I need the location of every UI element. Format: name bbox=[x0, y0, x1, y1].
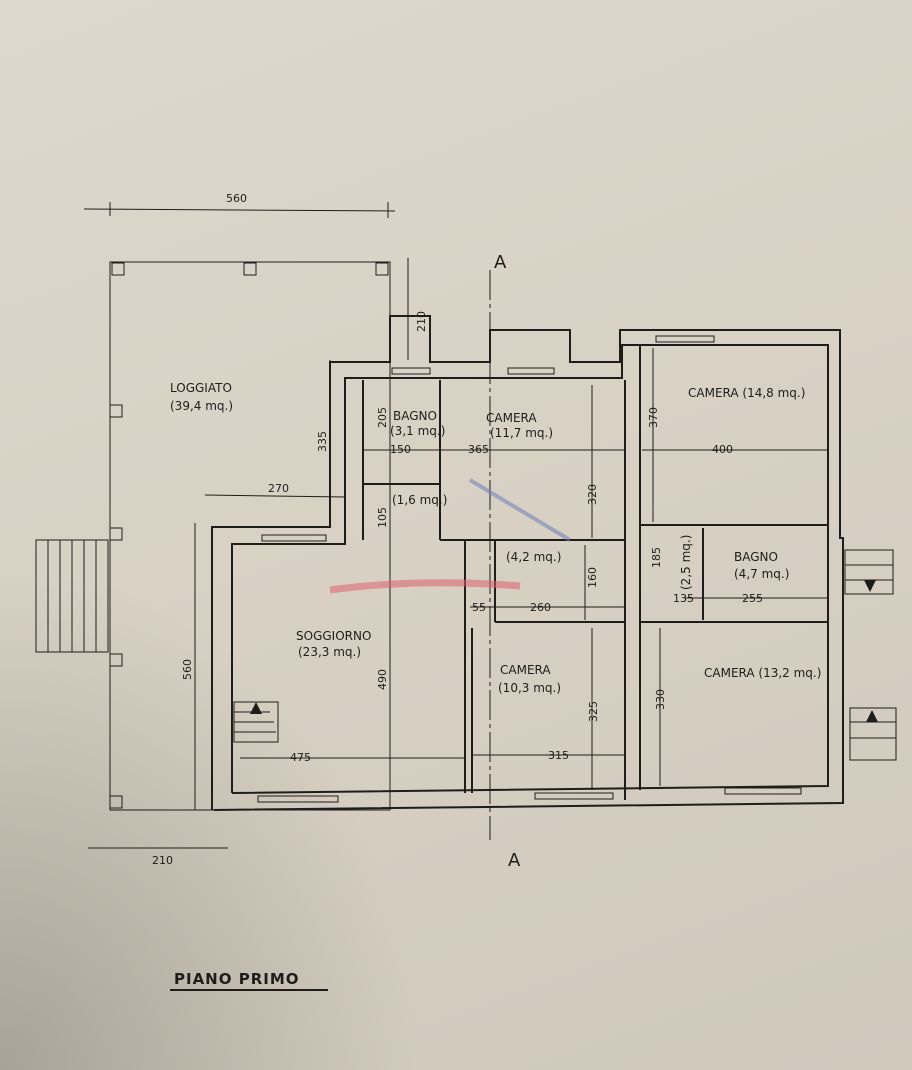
room-disimpegno1-area: (4,2 mq.) bbox=[506, 550, 561, 564]
column bbox=[109, 795, 123, 809]
dim-560-left: 560 bbox=[181, 659, 194, 680]
windows bbox=[257, 335, 802, 803]
dimension-lines bbox=[83, 202, 828, 849]
dim-370: 370 bbox=[647, 407, 660, 428]
dim-150: 150 bbox=[390, 443, 411, 456]
column bbox=[109, 404, 123, 418]
dim-160: 160 bbox=[586, 567, 599, 588]
dim-55: 55 bbox=[472, 601, 486, 614]
dim-560-top: 560 bbox=[226, 192, 247, 205]
room-disimpegno2-area: (2,5 mq.) bbox=[679, 535, 693, 590]
section-mark-bottom: A bbox=[508, 850, 521, 871]
room-camera3-name: CAMERA bbox=[500, 663, 551, 677]
dim-320: 320 bbox=[586, 484, 599, 505]
room-ripostiglio-area: (1,6 mq.) bbox=[392, 493, 447, 507]
dim-330: 330 bbox=[654, 689, 667, 710]
room-bagno2-name: BAGNO bbox=[734, 550, 778, 564]
room-camera3-area: (10,3 mq.) bbox=[498, 681, 561, 695]
arrow-down-icon bbox=[864, 580, 876, 592]
internal-stair bbox=[233, 701, 279, 743]
external-stairs bbox=[35, 539, 109, 653]
dim-105: 105 bbox=[376, 507, 389, 528]
inner-wall bbox=[231, 344, 829, 794]
room-camera2-name: CAMERA (14,8 mq.) bbox=[688, 386, 805, 400]
dimension-labels: 560 210 335 205 150 365 370 400 270 105 … bbox=[152, 192, 763, 867]
walls bbox=[109, 261, 844, 811]
dim-325: 325 bbox=[587, 701, 600, 722]
column bbox=[243, 262, 257, 276]
column bbox=[375, 262, 389, 276]
dim-335: 335 bbox=[316, 431, 329, 452]
room-camera4-name: CAMERA (13,2 mq.) bbox=[704, 666, 821, 680]
column bbox=[111, 262, 125, 276]
column bbox=[109, 653, 123, 667]
room-bagno2-area: (4,7 mq.) bbox=[734, 567, 789, 581]
dim-490: 490 bbox=[376, 669, 389, 690]
arrow-up-icon bbox=[866, 710, 878, 722]
dim-210-top: 210 bbox=[415, 311, 428, 332]
dim-185: 185 bbox=[650, 547, 663, 568]
column bbox=[109, 527, 123, 541]
room-camera1-name: CAMERA bbox=[486, 411, 537, 425]
room-labels: LOGGIATO (39,4 mq.) BAGNO (3,1 mq.) (1,6… bbox=[170, 381, 821, 695]
arrow-up-icon bbox=[250, 702, 262, 714]
room-bagno1-area: (3,1 mq.) bbox=[390, 424, 445, 438]
watermark bbox=[329, 478, 572, 594]
dim-260: 260 bbox=[530, 601, 551, 614]
plan-title: PIANO PRIMO bbox=[174, 970, 300, 988]
room-soggiorno-name: SOGGIORNO bbox=[296, 629, 371, 643]
dim-205: 205 bbox=[376, 407, 389, 428]
dim-255: 255 bbox=[742, 592, 763, 605]
room-loggiato-area: (39,4 mq.) bbox=[170, 399, 233, 413]
dim-210-bottom: 210 bbox=[152, 854, 173, 867]
dim-270: 270 bbox=[268, 482, 289, 495]
room-bagno1-name: BAGNO bbox=[393, 409, 437, 423]
room-camera1-area: (11,7 mq.) bbox=[490, 426, 553, 440]
shadow bbox=[0, 560, 420, 1070]
dim-400: 400 bbox=[712, 443, 733, 456]
right-stairs bbox=[844, 549, 897, 761]
dim-135: 135 bbox=[673, 592, 694, 605]
section-mark-top: A bbox=[494, 252, 507, 273]
room-soggiorno-area: (23,3 mq.) bbox=[298, 645, 361, 659]
loggiato-outline bbox=[109, 261, 391, 811]
dim-365: 365 bbox=[468, 443, 489, 456]
dim-475: 475 bbox=[290, 751, 311, 764]
dim-315: 315 bbox=[548, 749, 569, 762]
room-loggiato-name: LOGGIATO bbox=[170, 381, 232, 395]
